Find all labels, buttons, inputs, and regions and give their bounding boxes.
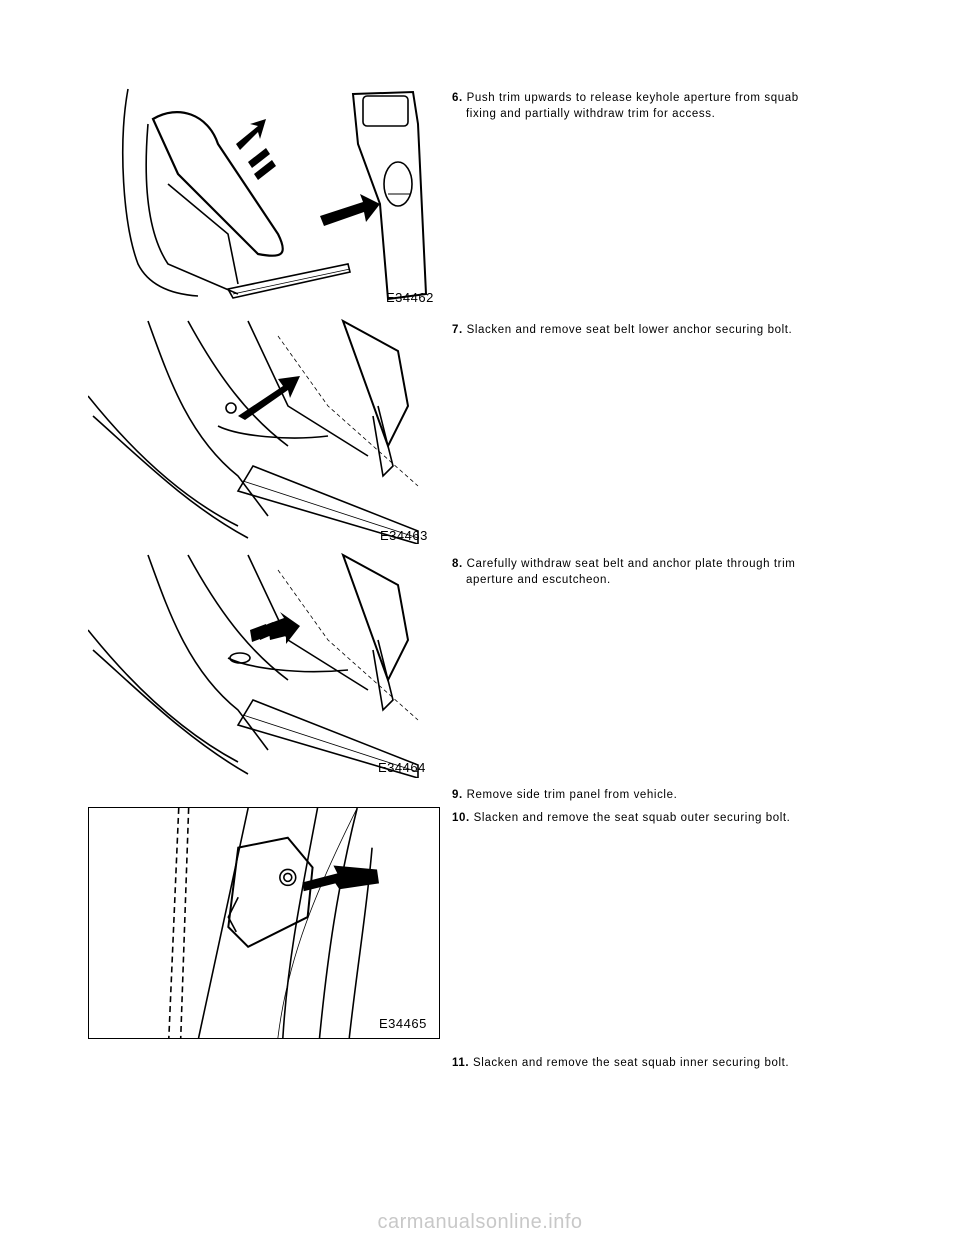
step-7: 7. Slacken and remove seat belt lower an…	[452, 322, 842, 338]
step-9: 9. Remove side trim panel from vehicle.	[452, 787, 842, 803]
step-text: Remove side trim panel from vehicle.	[466, 789, 678, 801]
figure-id: E34462	[386, 290, 434, 305]
squab-outer-bolt-illustration	[168, 808, 379, 1038]
figure-id: E34463	[380, 528, 428, 543]
step-number: 9.	[452, 789, 463, 801]
trim-keyhole-illustration	[121, 88, 428, 301]
step-number: 7.	[452, 324, 463, 336]
figure-id: E34465	[379, 1016, 427, 1031]
anchor-bolt-illustration	[88, 318, 419, 544]
figure-e34463: E34463	[88, 316, 440, 544]
step-8: 8. Carefully withdraw seat belt and anch…	[452, 556, 842, 588]
step-number: 10.	[452, 812, 470, 824]
step-11: 11. Slacken and remove the seat squab in…	[452, 1055, 842, 1071]
step-number: 11.	[452, 1057, 470, 1069]
step-number: 8.	[452, 558, 463, 570]
watermark: carmanualsonline.info	[377, 1211, 583, 1233]
step-text: Carefully withdraw seat belt and anchor …	[466, 558, 796, 570]
step-text: Slacken and remove the seat squab outer …	[473, 812, 791, 824]
figure-e34465: E34465	[88, 807, 440, 1039]
step-text: Slacken and remove the seat squab inner …	[472, 1057, 790, 1069]
step-text-continued: fixing and partially withdraw trim for a…	[466, 108, 716, 120]
figure-e34462: E34462	[88, 84, 440, 310]
anchor-plate-illustration	[88, 552, 419, 778]
step-text-continued: aperture and escutcheon.	[466, 574, 611, 586]
step-text: Slacken and remove seat belt lower ancho…	[466, 324, 793, 336]
figure-id: E34464	[378, 760, 426, 775]
step-6: 6. Push trim upwards to release keyhole …	[452, 90, 842, 122]
step-10: 10. Slacken and remove the seat squab ou…	[452, 810, 842, 826]
step-number: 6.	[452, 92, 463, 104]
figure-e34464: E34464	[88, 550, 440, 778]
step-text: Push trim upwards to release keyhole ape…	[466, 92, 799, 104]
